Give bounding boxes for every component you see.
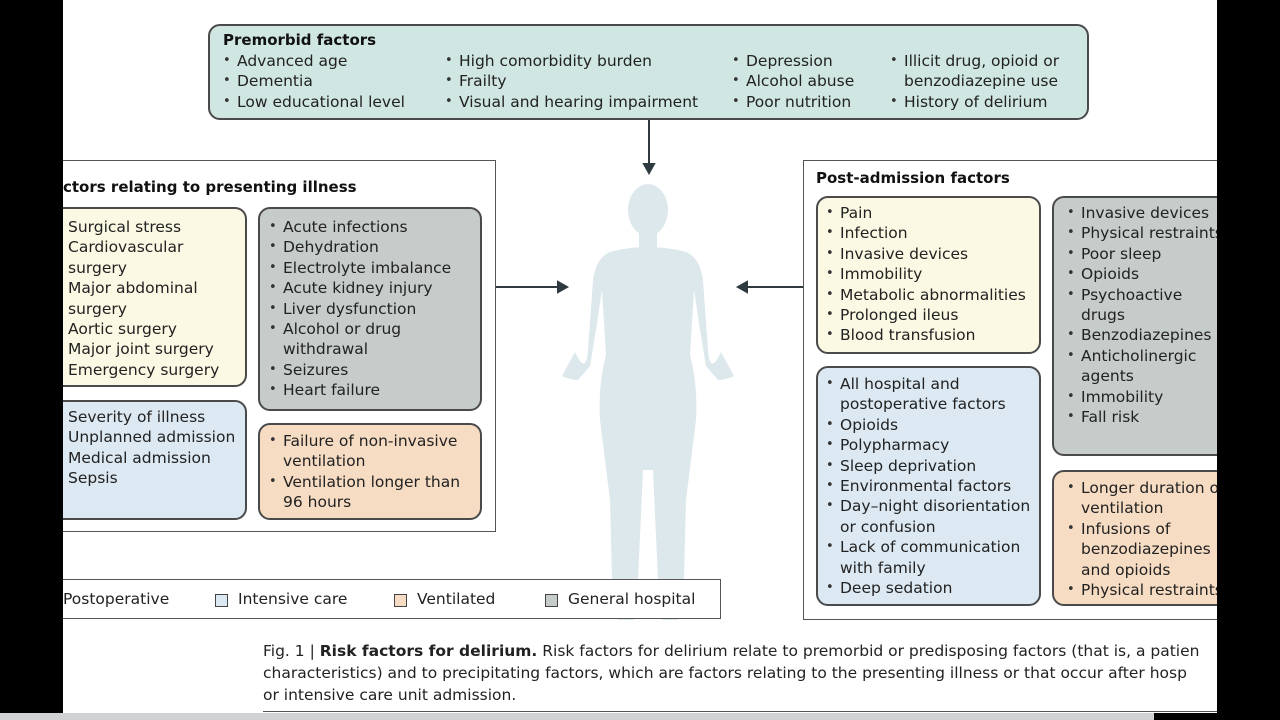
caption-line-3: or intensive care unit admission.	[263, 686, 517, 704]
legend-frame	[63, 579, 721, 619]
list-item: Opioids	[1067, 264, 1217, 285]
legend-intensive-care-label: Intensive care	[238, 590, 348, 608]
legend-intensive-care: Intensive care	[215, 590, 347, 608]
legend-postoperative: Postoperative	[63, 590, 169, 608]
list-item: Polypharmacy	[826, 435, 1038, 456]
list-item: Acute kidney injury	[269, 278, 474, 299]
list-item: Dementia	[223, 71, 438, 92]
caption-fig-number: Fig. 1 |	[263, 642, 320, 660]
list-item: Acute infections	[269, 217, 474, 238]
list-item: Day–night disorientation or confusion	[826, 496, 1038, 537]
list-item: Prolonged ileus	[826, 305, 1036, 326]
list-item: Invasive devices	[1067, 203, 1217, 224]
post-admission-postoperative-list: PainInfectionInvasive devicesImmobilityM…	[826, 203, 1036, 346]
list-item: Electrolyte imbalance	[269, 258, 474, 279]
legend-general-hospital-swatch	[545, 594, 558, 607]
list-item: Alcohol abuse	[732, 71, 882, 92]
list-item: Depression	[732, 51, 882, 72]
list-item: Infusions of benzodiazepines and opioids	[1067, 519, 1217, 580]
list-item: Deep sedation	[826, 578, 1038, 599]
list-item: Liver dysfunction	[269, 299, 474, 320]
presenting-ventilated-list: Failure of non-invasive ventilationVenti…	[269, 431, 474, 513]
caption-title: Risk factors for delirium.	[319, 642, 538, 660]
legend-intensive-care-swatch	[215, 594, 228, 607]
caption-line-1: Fig. 1 | Risk factors for delirium. Risk…	[263, 640, 1217, 662]
list-item: Immobility	[1067, 387, 1217, 408]
figure-canvas: Premorbid factors Advanced ageDementiaLo…	[63, 0, 1217, 713]
list-item: Benzodiazepines	[1067, 325, 1217, 346]
list-item: Lack of communication with family	[826, 537, 1038, 578]
list-item: Longer duration of ventilation	[1067, 478, 1217, 519]
premorbid-column-3: DepressionAlcohol abusePoor nutrition	[732, 51, 882, 113]
legend-ventilated-label: Ventilated	[417, 590, 496, 608]
presenting-illness-title: ctors relating to presenting illness	[63, 178, 357, 196]
list-item: Seizures	[269, 360, 474, 381]
list-item: History of delirium	[890, 92, 1085, 113]
post-admission-ventilated-list: Longer duration of ventilationInfusions …	[1067, 478, 1217, 601]
list-item: Low educational level	[223, 92, 438, 113]
list-item: Physical restraints	[1067, 223, 1217, 244]
caption-rule	[263, 711, 1217, 712]
post-admission-title: Post-admission factors	[816, 169, 1010, 187]
list-item: Ventilation longer than 96 hours	[269, 472, 474, 513]
post-admission-intensive-care-list: All hospital and postoperative factorsOp…	[826, 374, 1038, 599]
legend-ventilated-swatch	[394, 594, 407, 607]
legend-postoperative-label: Postoperative	[63, 590, 170, 608]
presenting-general-hospital-list: Acute infectionsDehydrationElectrolyte i…	[269, 217, 474, 401]
post-admission-general-hospital-list: Invasive devicesPhysical restraintsPoor …	[1067, 203, 1217, 428]
list-item: Advanced age	[223, 51, 438, 72]
list-item: Unplanned admission	[68, 428, 236, 447]
list-item: Sleep deprivation	[826, 456, 1038, 477]
list-item: Major abdominal surgery	[68, 279, 198, 318]
human-body-silhouette-icon	[562, 184, 734, 620]
list-item: Poor sleep	[1067, 244, 1217, 265]
legend-general-hospital-label: General hospital	[568, 590, 696, 608]
list-item: Psychoactive drugs	[1067, 285, 1217, 326]
list-item: Frailty	[445, 71, 725, 92]
caption-line-2: characteristics) and to precipitating fa…	[263, 664, 1187, 682]
premorbid-column-2: High comorbidity burdenFrailtyVisual and…	[445, 51, 725, 113]
list-item: Aortic surgery	[68, 320, 177, 339]
list-item: Heart failure	[269, 380, 474, 401]
list-item: High comorbidity burden	[445, 51, 725, 72]
figure-caption: Fig. 1 | Risk factors for delirium. Risk…	[263, 640, 1217, 706]
list-item: Environmental factors	[826, 476, 1038, 497]
list-item: Invasive devices	[826, 244, 1036, 265]
list-item: Physical restraints	[1067, 580, 1217, 601]
premorbid-column-4: Illicit drug, opioid or benzodiazepine u…	[890, 51, 1085, 113]
legend-general-hospital: General hospital	[545, 590, 695, 608]
list-item: Illicit drug, opioid or benzodiazepine u…	[890, 51, 1085, 92]
list-item: Dehydration	[269, 237, 474, 258]
list-item: Emergency surgery	[68, 360, 220, 379]
premorbid-column-1: Advanced ageDementiaLow educational leve…	[223, 51, 438, 113]
list-item: Failure of non-invasive ventilation	[269, 431, 474, 472]
list-item: Pain	[826, 203, 1036, 224]
list-item: Poor nutrition	[732, 92, 882, 113]
presenting-intensive-care-box	[63, 400, 247, 520]
list-item: Anticholinergic agents	[1067, 346, 1217, 387]
list-item: Surgical stress	[68, 218, 182, 236]
list-item: Visual and hearing impairment	[445, 92, 725, 113]
list-item: Severity of illness	[68, 408, 206, 426]
list-item: All hospital and postoperative factors	[826, 374, 1038, 415]
presenting-postoperative-box	[63, 207, 247, 387]
list-item: Blood transfusion	[826, 325, 1036, 346]
list-item: Infection	[826, 223, 1036, 244]
list-item: Opioids	[826, 415, 1038, 436]
legend-ventilated: Ventilated	[394, 590, 495, 608]
list-item: Alcohol or drug withdrawal	[269, 319, 474, 360]
list-item: Medical admission	[68, 448, 211, 467]
list-item: Sepsis	[68, 469, 118, 488]
caption-text-1: Risk factors for delirium relate to prem…	[537, 642, 1200, 660]
list-item: Major joint surgery	[68, 340, 214, 359]
list-item: Immobility	[826, 264, 1036, 285]
bottom-bar	[0, 713, 1154, 720]
list-item: Fall risk	[1067, 407, 1217, 428]
premorbid-title: Premorbid factors	[223, 31, 377, 49]
list-item: Cardiovascular surgery	[68, 238, 184, 277]
list-item: Metabolic abnormalities	[826, 285, 1036, 306]
